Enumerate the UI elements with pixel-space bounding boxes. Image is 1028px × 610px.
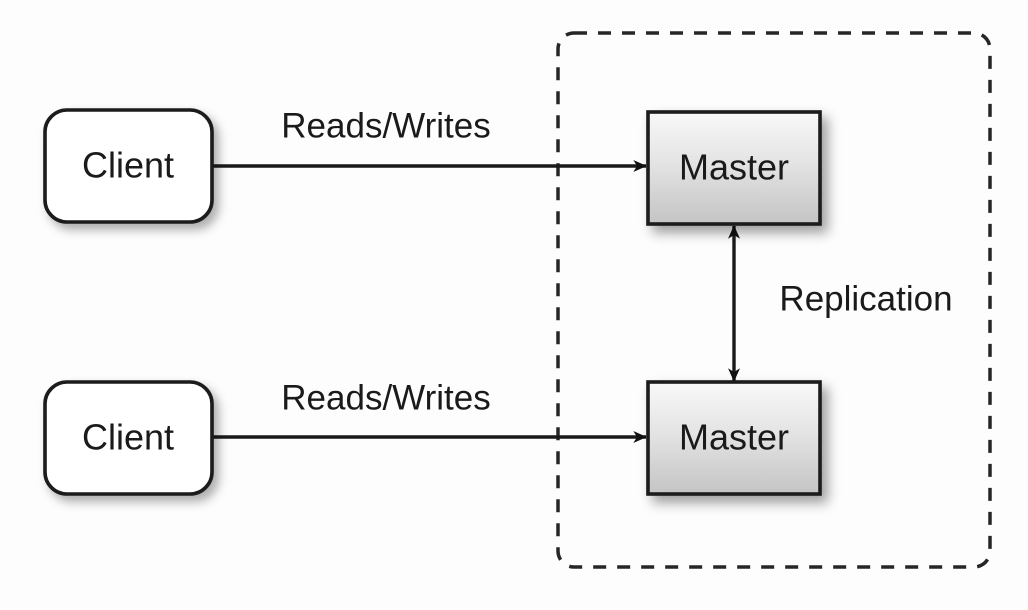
client-top-shape [43,108,214,224]
master-bottom-label: Master [679,417,789,458]
edge-label-reads-writes-bottom: Reads/Writes [281,378,490,417]
client-bottom-label: Client [82,417,174,458]
client-top-label: Client [82,145,174,186]
node-client-bottom[interactable]: Client [43,380,214,496]
replication-cluster-boundary [556,31,992,569]
node-master-top[interactable]: Master [646,110,822,226]
node-master-bottom[interactable]: Master [646,380,822,496]
node-client-top[interactable]: Client [43,108,214,224]
edge-label-reads-writes-top: Reads/Writes [281,106,490,145]
master-top-label: Master [679,147,789,188]
master-bottom-shape [646,380,822,496]
client-bottom-shape [43,380,214,496]
edge-label-replication: Replication [779,279,952,318]
master-top-shape [646,110,822,226]
